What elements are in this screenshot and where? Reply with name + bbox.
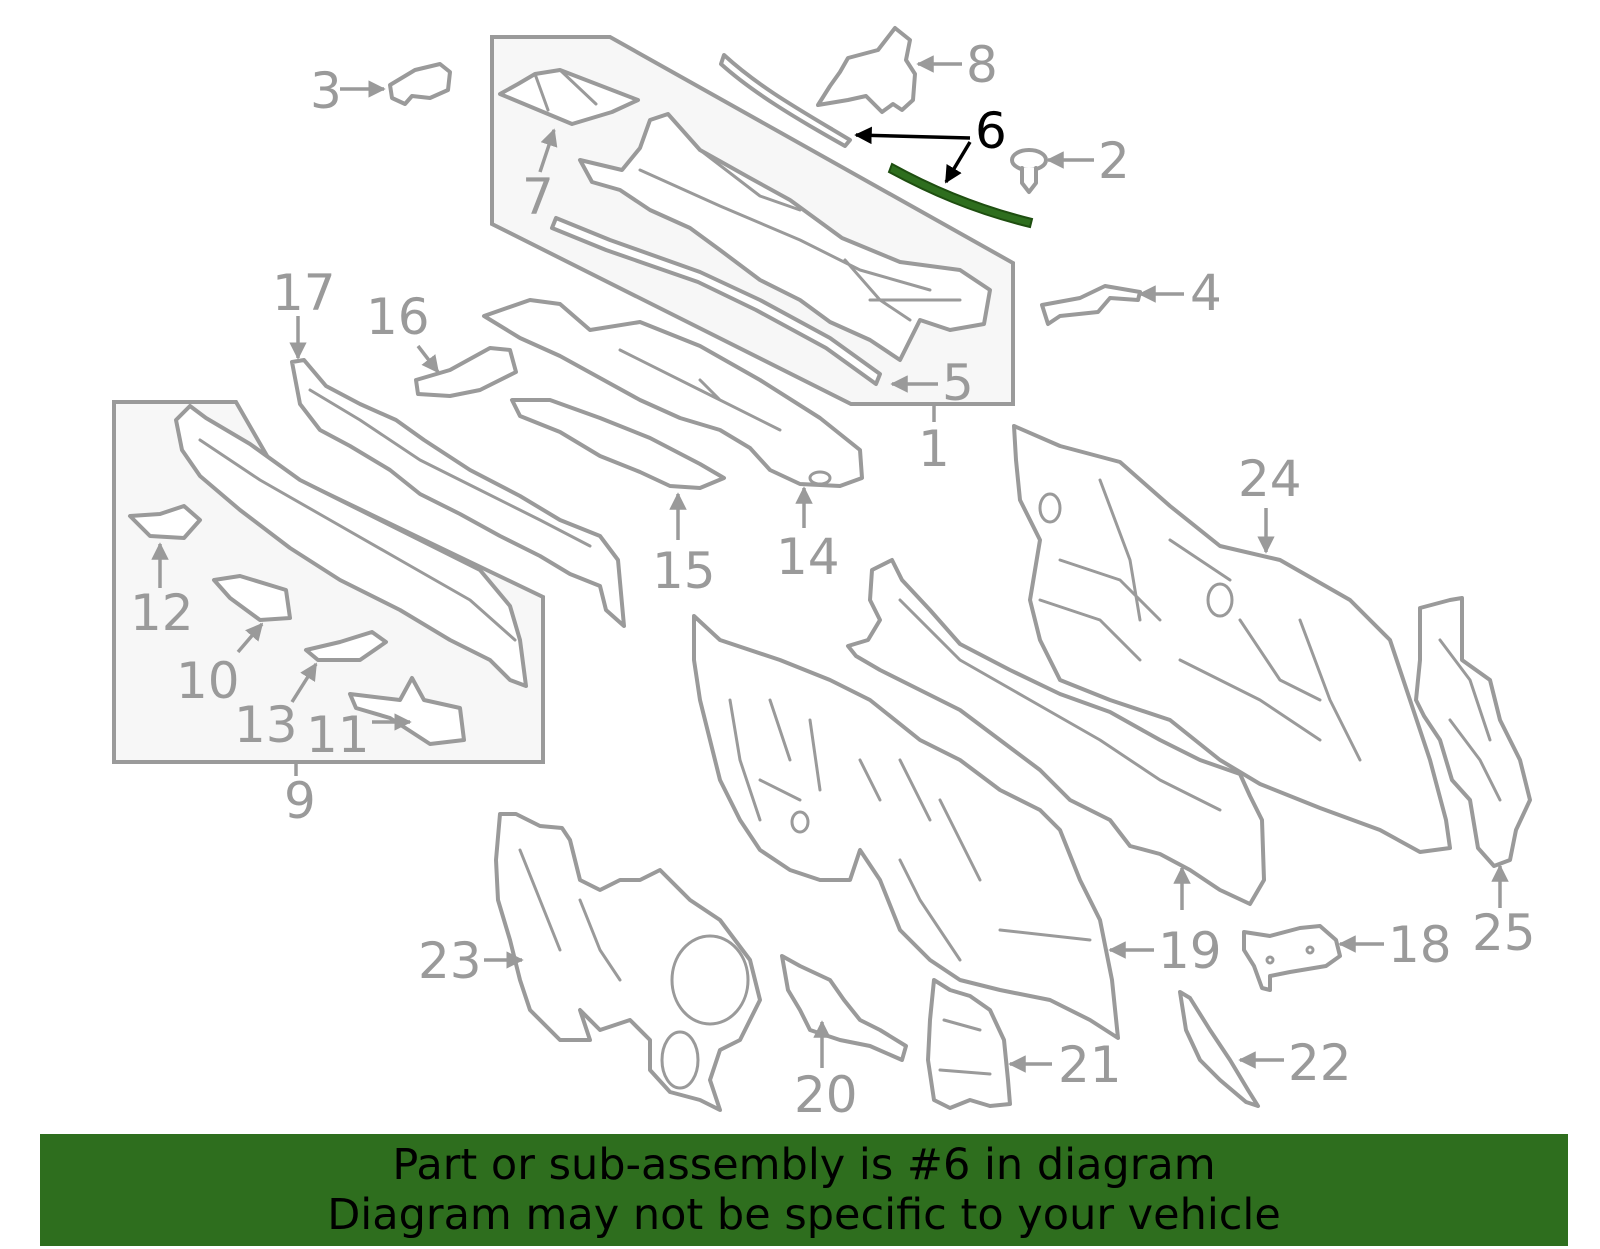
- callout-20: 20: [794, 1066, 858, 1124]
- part-12-bracket: [128, 504, 202, 540]
- callout-10: 10: [176, 652, 240, 710]
- part-17-cowl-member: [290, 358, 626, 628]
- leader-6b: [944, 141, 972, 184]
- callout-18: 18: [1388, 916, 1452, 974]
- callout-24: 24: [1238, 450, 1302, 508]
- part-5-strip: [550, 216, 882, 386]
- part-11-bracket: [348, 676, 466, 746]
- callout-16: 16: [366, 288, 430, 346]
- part-21-bracket: [926, 978, 1012, 1110]
- banner-line-disclaimer: Diagram may not be specific to your vehi…: [327, 1190, 1281, 1240]
- part-24-dash-silencer: [1012, 424, 1452, 854]
- leader-6a: [854, 126, 971, 145]
- banner-line-part: Part or sub-assembly is #6 in diagram: [392, 1140, 1216, 1190]
- callout-5: 5: [942, 354, 974, 412]
- callout-6: 6: [975, 102, 1007, 160]
- callout-9: 9: [284, 772, 316, 830]
- callout-23: 23: [418, 932, 482, 990]
- part-14-cowl-panel: [482, 298, 864, 488]
- callout-13: 13: [234, 696, 298, 754]
- part-6-lower-seal-highlighted: [887, 162, 1034, 229]
- leader-16: [416, 344, 440, 374]
- part-20-bracket: [780, 954, 908, 1062]
- callout-7: 7: [522, 168, 554, 226]
- callout-3: 3: [310, 62, 342, 120]
- callout-15: 15: [652, 542, 716, 600]
- dash-cross-member: [846, 558, 1266, 906]
- part-19-dash-panel: [692, 614, 1120, 1040]
- callout-8: 8: [966, 36, 998, 94]
- part-8-bracket: [816, 26, 917, 114]
- part-9-cowl-panel: [174, 404, 528, 688]
- part-7-duct: [498, 68, 640, 126]
- callout-1: 1: [918, 420, 950, 478]
- part-16-bracket: [414, 346, 518, 398]
- part-22-bracket: [1178, 990, 1260, 1108]
- leader-10: [236, 622, 264, 654]
- callout-2: 2: [1098, 132, 1130, 190]
- callout-11: 11: [306, 706, 370, 764]
- leader-13: [290, 662, 318, 703]
- part-25-bracket: [1414, 596, 1532, 868]
- part-18-bracket: [1242, 924, 1342, 992]
- part-3-bracket: [388, 62, 452, 106]
- callout-25: 25: [1472, 904, 1536, 962]
- callout-12: 12: [130, 584, 194, 642]
- info-banner: Part or sub-assembly is #6 in diagram Di…: [40, 1134, 1568, 1246]
- callout-17: 17: [272, 264, 336, 322]
- part-15-panel: [510, 398, 726, 490]
- part-6-upper-seal: [719, 53, 852, 148]
- part-2-clip: [1010, 148, 1048, 194]
- callout-22: 22: [1288, 1034, 1352, 1092]
- leader-7: [538, 128, 558, 173]
- part-4-bracket: [1040, 284, 1142, 326]
- part-23-insulator: [494, 812, 762, 1112]
- callout-4: 4: [1190, 264, 1222, 322]
- callout-21: 21: [1058, 1036, 1122, 1094]
- callout-19: 19: [1158, 922, 1222, 980]
- part-13-bracket: [304, 630, 388, 662]
- cowl-top-panel: [578, 112, 992, 362]
- callout-14: 14: [776, 528, 840, 586]
- part-10-bracket: [212, 574, 292, 622]
